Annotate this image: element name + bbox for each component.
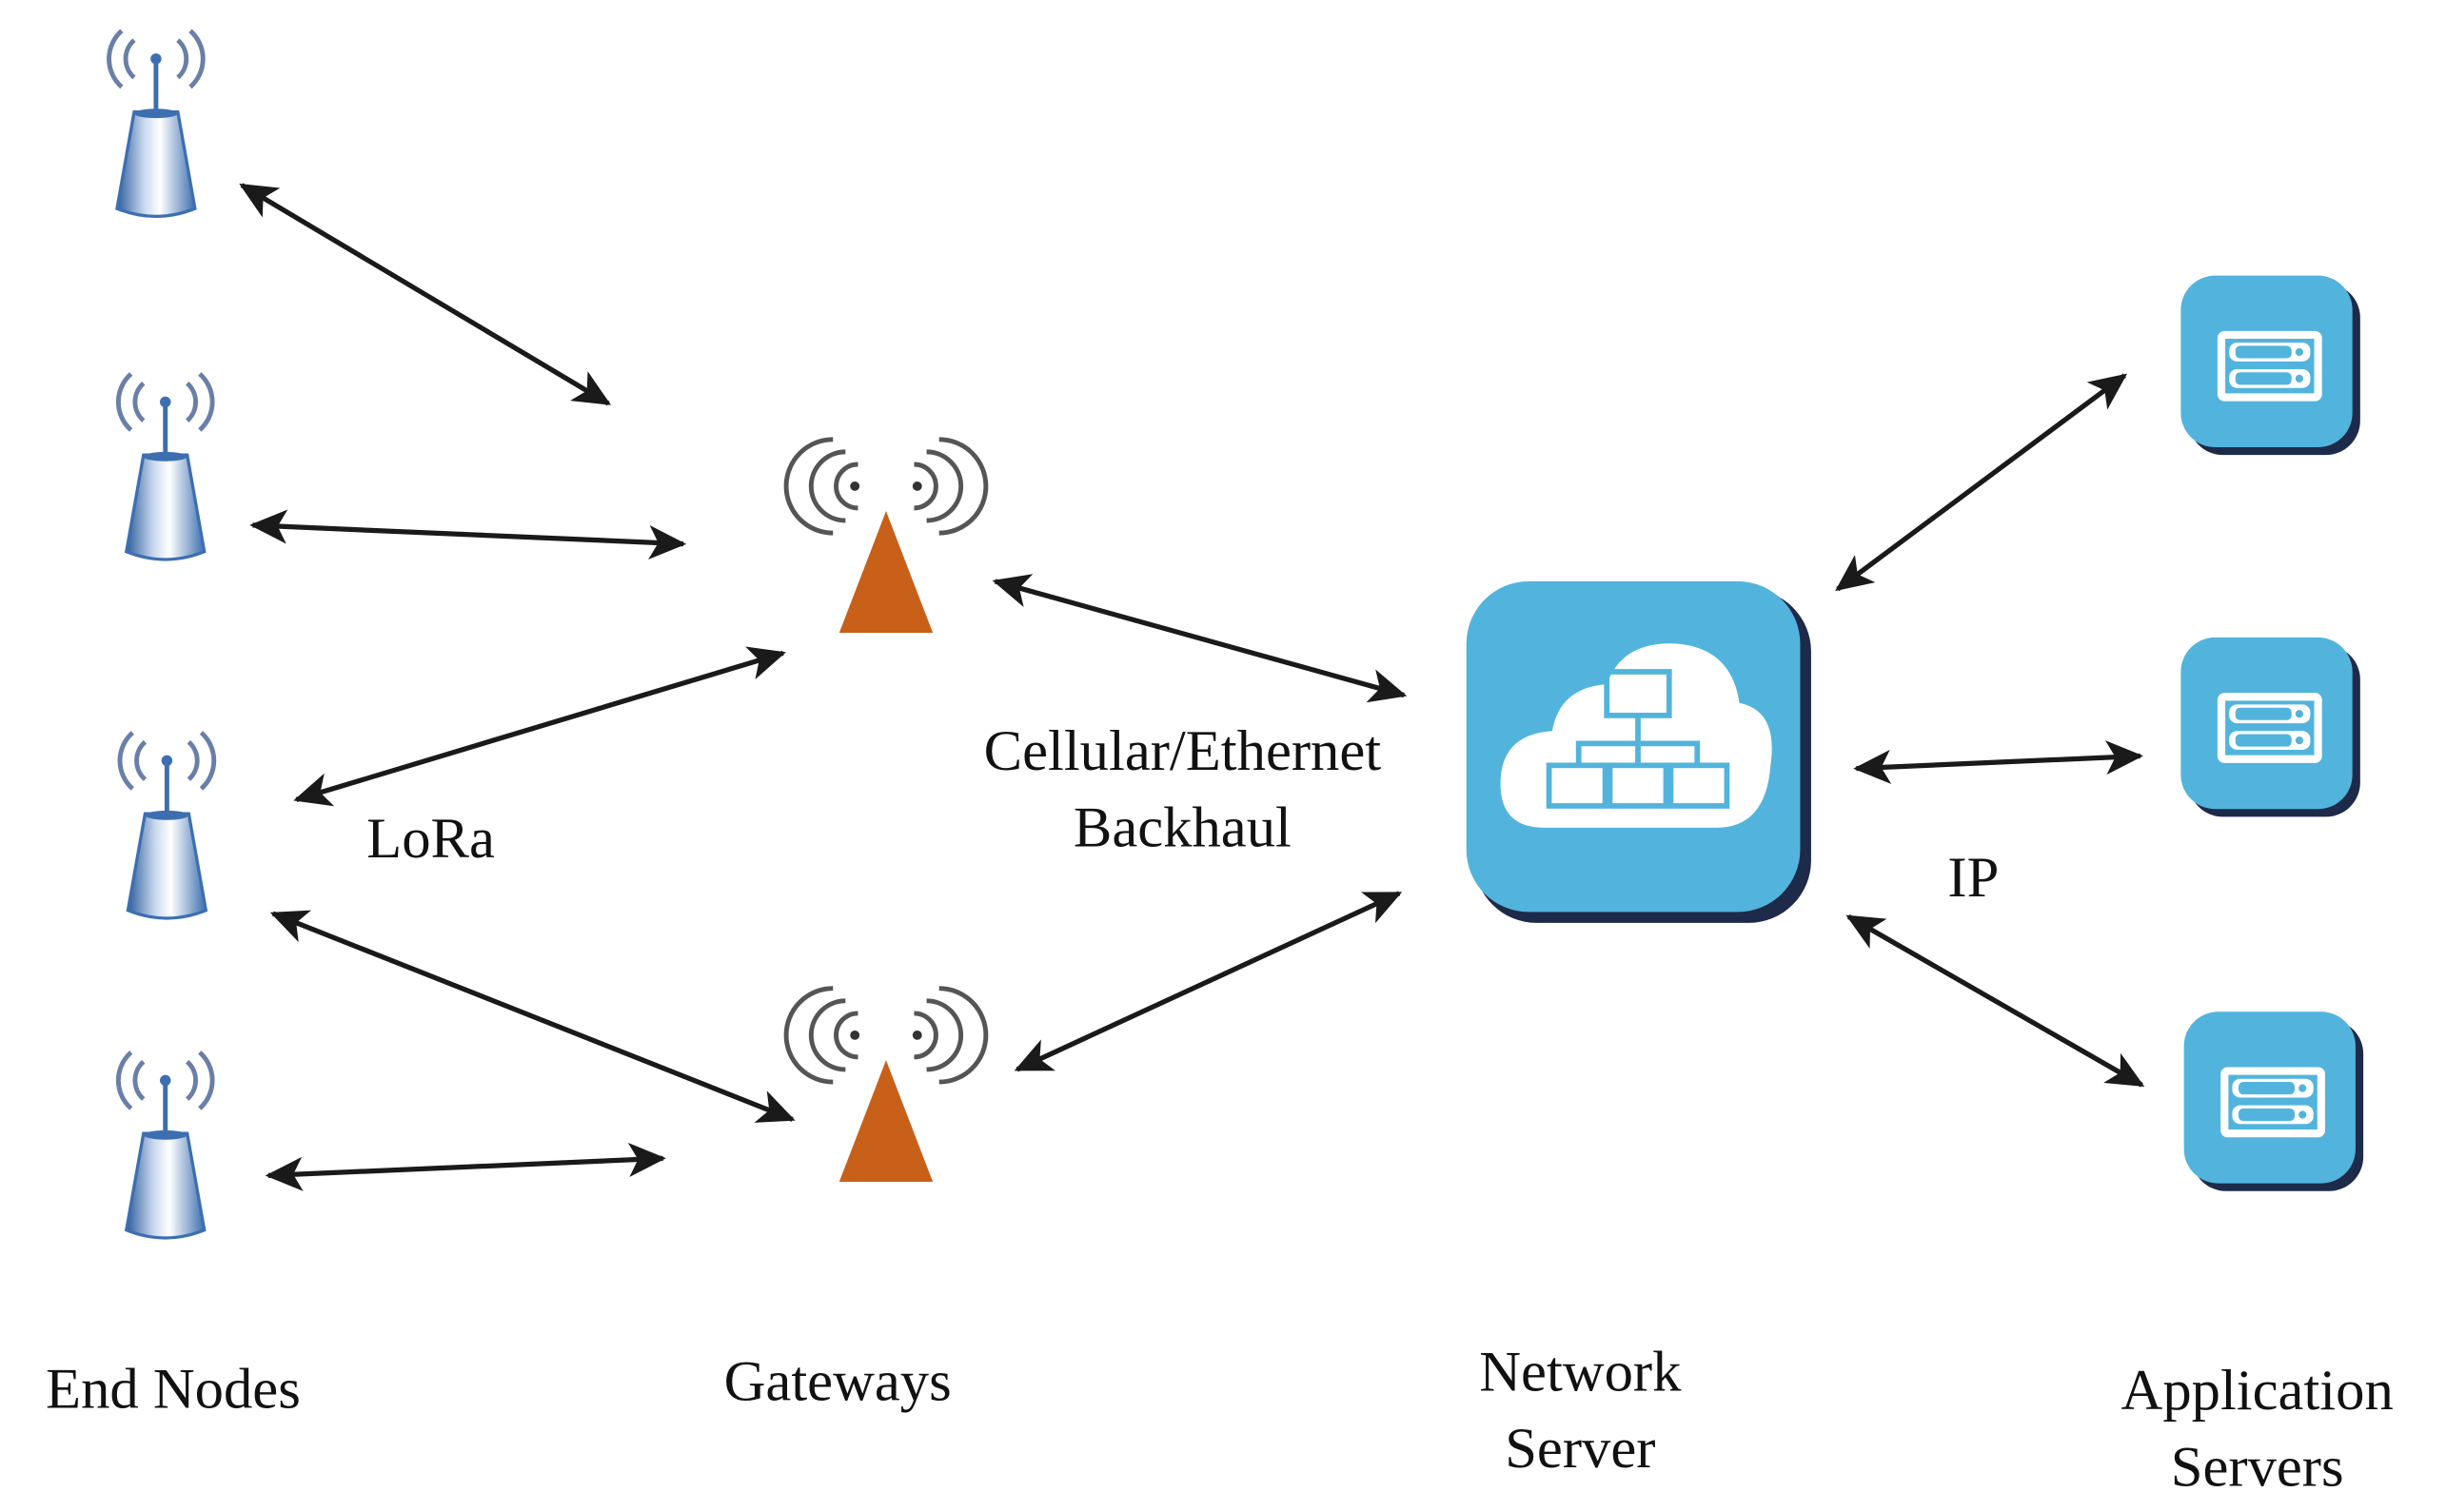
network-server-label-line1: Network [1479,1341,1682,1404]
gateway-1-icon [786,440,986,633]
link-node3-gateway1 [293,646,786,807]
link-server-app2 [1853,740,2144,785]
end-node-3-icon [120,733,214,918]
backhaul-label-line1: Cellular/Ethernet [984,719,1382,783]
network-server-icon [1466,580,1811,923]
application-servers-label-line1: Application [2121,1359,2394,1423]
end-node-2-icon [118,374,212,560]
application-server-1-icon [2180,276,2359,455]
backhaul-label-line2: Backhaul [1074,796,1292,860]
link-node1-gateway1 [239,183,612,406]
gateway-2-icon [786,989,986,1182]
end-node-1-icon [109,30,204,216]
gateways-label: Gateways [724,1349,952,1413]
end-node-4-icon [118,1052,212,1238]
network-server-label-line2: Server [1505,1417,1655,1481]
application-server-2-icon [2180,638,2359,816]
link-server-app3 [1845,914,2145,1088]
link-node3-gateway2 [269,910,796,1123]
ip-label: IP [1947,846,1999,910]
lora-label: LoRa [366,807,495,871]
link-gateway2-server [1014,891,1403,1072]
link-node2-gateway1 [249,509,687,560]
application-servers-label-line2: Servers [2171,1436,2344,1500]
end-nodes-label: End Nodes [46,1358,301,1422]
links [239,183,2145,1191]
link-gateway1-server [992,574,1408,703]
application-server-3-icon [2184,1011,2363,1190]
link-server-app1 [1835,373,2127,592]
link-node4-gateway2 [265,1142,666,1191]
